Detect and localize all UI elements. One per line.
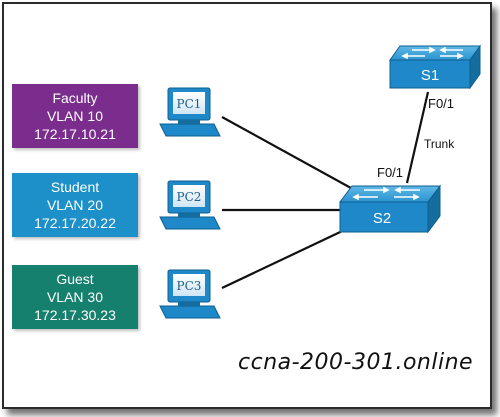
- pc2-icon[interactable]: [159, 180, 221, 230]
- link-pc3-s2: [221, 224, 356, 289]
- vlan-box-guest: Guest VLAN 30 172.17.30.23: [12, 265, 138, 329]
- s2-port-label: F0/1: [377, 165, 404, 180]
- pc3-icon[interactable]: [159, 269, 221, 319]
- pc2-label: PC2: [177, 190, 202, 204]
- vlan-id: VLAN 10: [46, 108, 104, 124]
- vlan-id: VLAN 30: [46, 289, 104, 305]
- vlan-name: Guest: [56, 271, 94, 287]
- links: [221, 91, 430, 289]
- switch-s1-icon[interactable]: [389, 44, 481, 90]
- trunk-label: Trunk: [424, 137, 455, 151]
- vlan-name: Faculty: [52, 90, 98, 106]
- vlan-id: VLAN 20: [46, 197, 104, 213]
- link-pc1-s2: [221, 116, 361, 194]
- vlan-box-student: Student VLAN 20 172.17.20.22: [12, 173, 138, 237]
- s1-port-label: F0/1: [428, 96, 455, 111]
- ip-address: 172.17.10.21: [34, 126, 116, 142]
- switch-s2-label: S2: [373, 210, 391, 227]
- pc1-icon[interactable]: [159, 87, 221, 137]
- pc3-label: PC3: [177, 279, 202, 293]
- switch-s1-label: S1: [421, 67, 439, 84]
- pc1-label: PC1: [177, 97, 202, 111]
- switch-s2-icon[interactable]: [339, 184, 441, 234]
- ip-address: 172.17.30.23: [34, 307, 116, 323]
- watermark: ccna-200-301.online: [238, 350, 474, 375]
- vlan-box-faculty: Faculty VLAN 10 172.17.10.21: [12, 84, 138, 148]
- vlan-name: Student: [50, 179, 100, 195]
- ip-address: 172.17.20.22: [34, 215, 116, 231]
- link-trunk-s1-s2: [405, 91, 430, 184]
